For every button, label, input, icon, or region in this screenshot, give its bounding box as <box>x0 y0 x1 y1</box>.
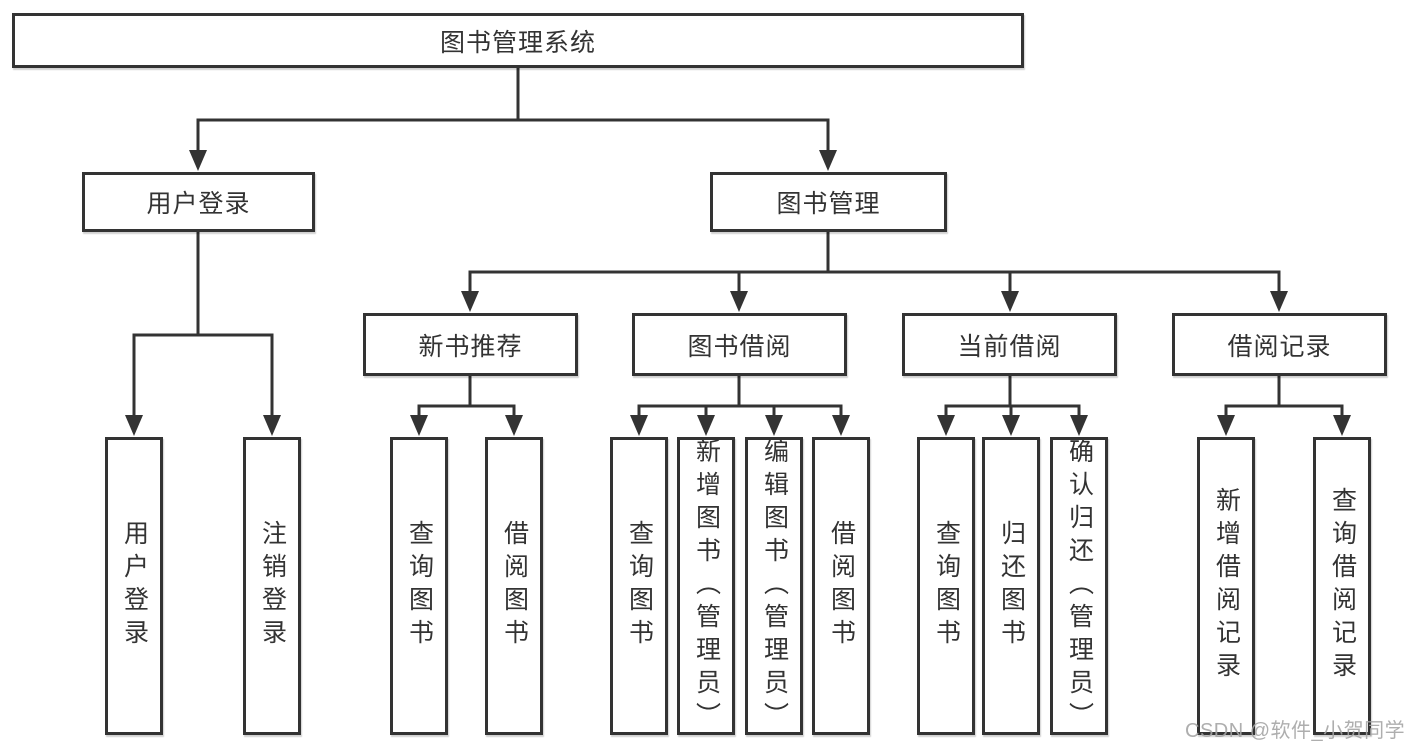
node-book-management-label: 图书管理 <box>776 190 881 218</box>
node-root: 图书管理系统 <box>12 13 1024 68</box>
node-user-login-group-label: 用户登录 <box>146 190 251 218</box>
node-leaf-query-books-borrow-label: 查询图书 <box>625 520 654 652</box>
connector-borrow-records-to-leaves <box>1224 374 1344 419</box>
arrowhead <box>1333 415 1351 436</box>
node-new-book-recommend: 新书推荐 <box>363 313 578 376</box>
arrowhead <box>1270 291 1288 312</box>
node-current-borrow: 当前借阅 <box>902 313 1117 376</box>
node-leaf-add-book-admin-label: 新增图书（管理员） <box>692 437 721 735</box>
arrowhead <box>819 150 837 171</box>
arrowhead <box>1070 415 1088 436</box>
node-leaf-confirm-return-admin-label: 确认归还（管理员） <box>1065 437 1094 735</box>
arrowhead <box>765 415 783 436</box>
connector-new-book-to-leaves <box>417 374 516 419</box>
node-leaf-query-books-recommend-label: 查询图书 <box>405 520 434 652</box>
node-current-borrow-label: 当前借阅 <box>957 332 1062 361</box>
node-borrow-records: 借阅记录 <box>1172 313 1387 376</box>
node-leaf-add-borrow-record-label: 新增借阅记录 <box>1212 487 1241 685</box>
arrowhead <box>1217 415 1235 436</box>
arrowhead <box>730 291 748 312</box>
arrowhead <box>937 415 955 436</box>
node-borrow-records-label: 借阅记录 <box>1227 332 1332 361</box>
node-leaf-add-book-admin: 新增图书（管理员） <box>677 437 735 735</box>
arrowhead <box>1001 291 1019 312</box>
node-leaf-add-borrow-record: 新增借阅记录 <box>1197 437 1255 735</box>
node-leaf-user-login-label: 用户登录 <box>120 520 149 652</box>
node-book-borrow: 图书借阅 <box>632 313 847 376</box>
connector-root-to-level2 <box>196 66 830 154</box>
node-user-login-group: 用户登录 <box>82 172 315 232</box>
node-leaf-confirm-return-admin: 确认归还（管理员） <box>1050 437 1108 735</box>
node-leaf-edit-book-admin-label: 编辑图书（管理员） <box>760 437 789 735</box>
node-new-book-recommend-label: 新书推荐 <box>418 332 523 361</box>
node-leaf-borrow-books-recommend: 借阅图书 <box>485 437 543 735</box>
arrowhead <box>410 415 428 436</box>
arrowhead <box>263 415 281 436</box>
connector-book-mgmt-to-level3 <box>468 230 1281 295</box>
node-leaf-logout-label: 注销登录 <box>258 520 287 652</box>
arrowhead <box>832 415 850 436</box>
node-leaf-query-borrow-record-label: 查询借阅记录 <box>1328 487 1357 685</box>
arrowhead <box>189 150 207 171</box>
arrowhead <box>1002 415 1020 436</box>
node-leaf-query-books-current: 查询图书 <box>917 437 975 735</box>
node-leaf-query-books-recommend: 查询图书 <box>390 437 448 735</box>
node-leaf-borrow-books-recommend-label: 借阅图书 <box>500 520 529 652</box>
arrowhead <box>630 415 648 436</box>
watermark: CSDN @软件_小贺同学 <box>1185 720 1405 742</box>
arrowhead <box>697 415 715 436</box>
node-leaf-borrow-books-label: 借阅图书 <box>827 520 856 652</box>
node-leaf-return-books-label: 归还图书 <box>997 520 1026 652</box>
arrowhead <box>505 415 523 436</box>
connector-user-login-to-leaves <box>132 230 274 419</box>
node-leaf-query-borrow-record: 查询借阅记录 <box>1313 437 1371 735</box>
node-leaf-borrow-books: 借阅图书 <box>812 437 870 735</box>
connector-book-borrow-to-leaves <box>637 374 843 419</box>
node-leaf-user-login: 用户登录 <box>105 437 163 735</box>
node-book-borrow-label: 图书借阅 <box>687 332 792 361</box>
arrowhead <box>461 291 479 312</box>
node-leaf-query-books-borrow: 查询图书 <box>610 437 668 735</box>
node-leaf-return-books: 归还图书 <box>982 437 1040 735</box>
node-leaf-query-books-current-label: 查询图书 <box>932 520 961 652</box>
node-leaf-logout: 注销登录 <box>243 437 301 735</box>
arrowhead <box>125 415 143 436</box>
node-book-management: 图书管理 <box>710 172 947 232</box>
connector-current-borrow-to-leaves <box>944 374 1081 419</box>
node-root-label: 图书管理系统 <box>439 28 596 57</box>
node-leaf-edit-book-admin: 编辑图书（管理员） <box>745 437 803 735</box>
